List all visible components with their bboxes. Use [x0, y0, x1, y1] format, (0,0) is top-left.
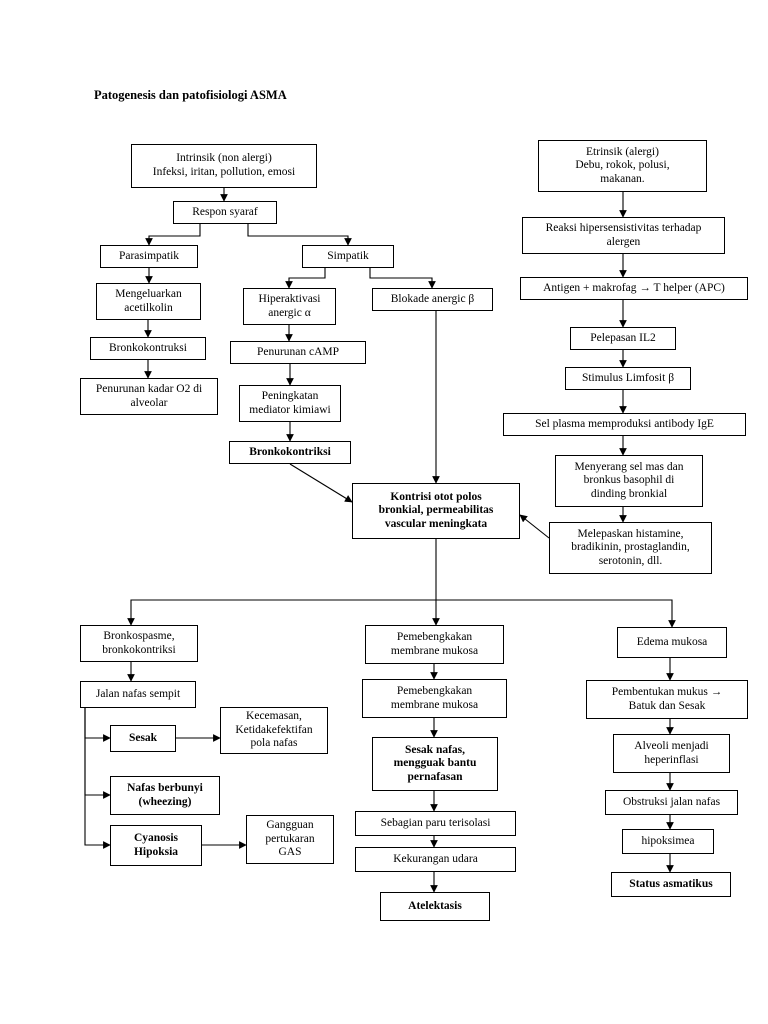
node-edema-mukosa: Edema mukosa — [617, 627, 727, 658]
node-hiperaktivasi: Hiperaktivasi anergic α — [243, 288, 336, 325]
node-melepaskan: Melepaskan histamine, bradikinin, prosta… — [549, 522, 712, 574]
node-sebagian-paru: Sebagian paru terisolasi — [355, 811, 516, 836]
node-stimulus-limfosit: Stimulus Limfosit β — [565, 367, 691, 390]
edge-respon-syaraf-to-parasimpatik — [145, 224, 201, 246]
node-gangguan: Gangguan pertukaran GAS — [246, 815, 334, 864]
edge-melepaskan-to-kontrisi — [519, 514, 550, 539]
node-pemebengkakan-2: Pemebengkakan membrane mukosa — [362, 679, 507, 718]
edge-trunk-to-bronkospasme — [127, 599, 436, 626]
node-peningkatan: Peningkatan mediator kimiawi — [239, 385, 341, 422]
node-mengeluarkan: Mengeluarkan acetilkolin — [96, 283, 201, 320]
node-respon-syaraf: Respon syaraf — [173, 201, 277, 224]
node-bronkospasme: Bronkospasme, bronkokontriksi — [80, 625, 198, 662]
edge-jalan-nafas-to-nafas-berbunyi — [84, 708, 111, 799]
node-intrinsik: Intrinsik (non alergi) Infeksi, iritan, … — [131, 144, 317, 188]
node-pemebengkakan-1: Pemebengkakan membrane mukosa — [365, 625, 504, 664]
edge-respon-syaraf-to-simpatik — [247, 224, 352, 246]
edge-jalan-nafas-to-sesak — [84, 708, 111, 742]
node-cyanosis: Cyanosis Hipoksia — [110, 825, 202, 866]
node-penurunan-camp: Penurunan cAMP — [230, 341, 366, 364]
node-hipoksimea: hipoksimea — [622, 829, 714, 854]
node-penurunan-o2: Penurunan kadar O2 di alveolar — [80, 378, 218, 415]
node-pelepasan-il2: Pelepasan IL2 — [570, 327, 676, 350]
node-kecemasan: Kecemasan, Ketidakefektifan pola nafas — [220, 707, 328, 754]
edge-jalan-nafas-to-cyanosis — [84, 708, 111, 849]
node-bronkokontriksi-b: Bronkokontriksi — [229, 441, 351, 464]
node-etrinsik: Etrinsik (alergi) Debu, rokok, polusi, m… — [538, 140, 707, 192]
node-kontrisi: Kontrisi otot polos bronkial, permeabili… — [352, 483, 520, 539]
node-blokade: Blokade anergic β — [372, 288, 493, 311]
node-simpatik: Simpatik — [302, 245, 394, 268]
node-kekurangan: Kekurangan udara — [355, 847, 516, 872]
node-obstruksi: Obstruksi jalan nafas — [605, 790, 738, 815]
node-bronkokontruksi: Bronkokontruksi — [90, 337, 206, 360]
node-nafas-berbunyi: Nafas berbunyi (wheezing) — [110, 776, 220, 815]
node-status: Status asmatikus — [611, 872, 731, 897]
node-antigen: Antigen + makrofag → T helper (APC) — [520, 277, 748, 300]
node-menyerang: Menyerang sel mas dan bronkus basophil d… — [555, 455, 703, 507]
edge-simpatik-to-blokade — [369, 268, 436, 289]
edge-bronkokontriksi-b-to-kontrisi — [289, 463, 353, 503]
node-parasimpatik: Parasimpatik — [100, 245, 198, 268]
node-sel-plasma: Sel plasma memproduksi antibody IgE — [503, 413, 746, 436]
node-pembentukan: Pembentukan mukus → Batuk dan Sesak — [586, 680, 748, 719]
node-jalan-nafas: Jalan nafas sempit — [80, 681, 196, 708]
edge-simpatik-to-hiperaktivasi — [285, 268, 326, 289]
node-sesak-nafas: Sesak nafas, mengguak bantu pernafasan — [372, 737, 498, 791]
page-title: Patogenesis dan patofisiologi ASMA — [94, 88, 287, 102]
node-alveoli: Alveoli menjadi heperinflasi — [613, 734, 730, 773]
node-sesak: Sesak — [110, 725, 176, 752]
edge-trunk-to-edema-mukosa — [436, 599, 676, 628]
node-reaksi-hiper: Reaksi hipersensistivitas terhadap alerg… — [522, 217, 725, 254]
node-atelektasis: Atelektasis — [380, 892, 490, 921]
